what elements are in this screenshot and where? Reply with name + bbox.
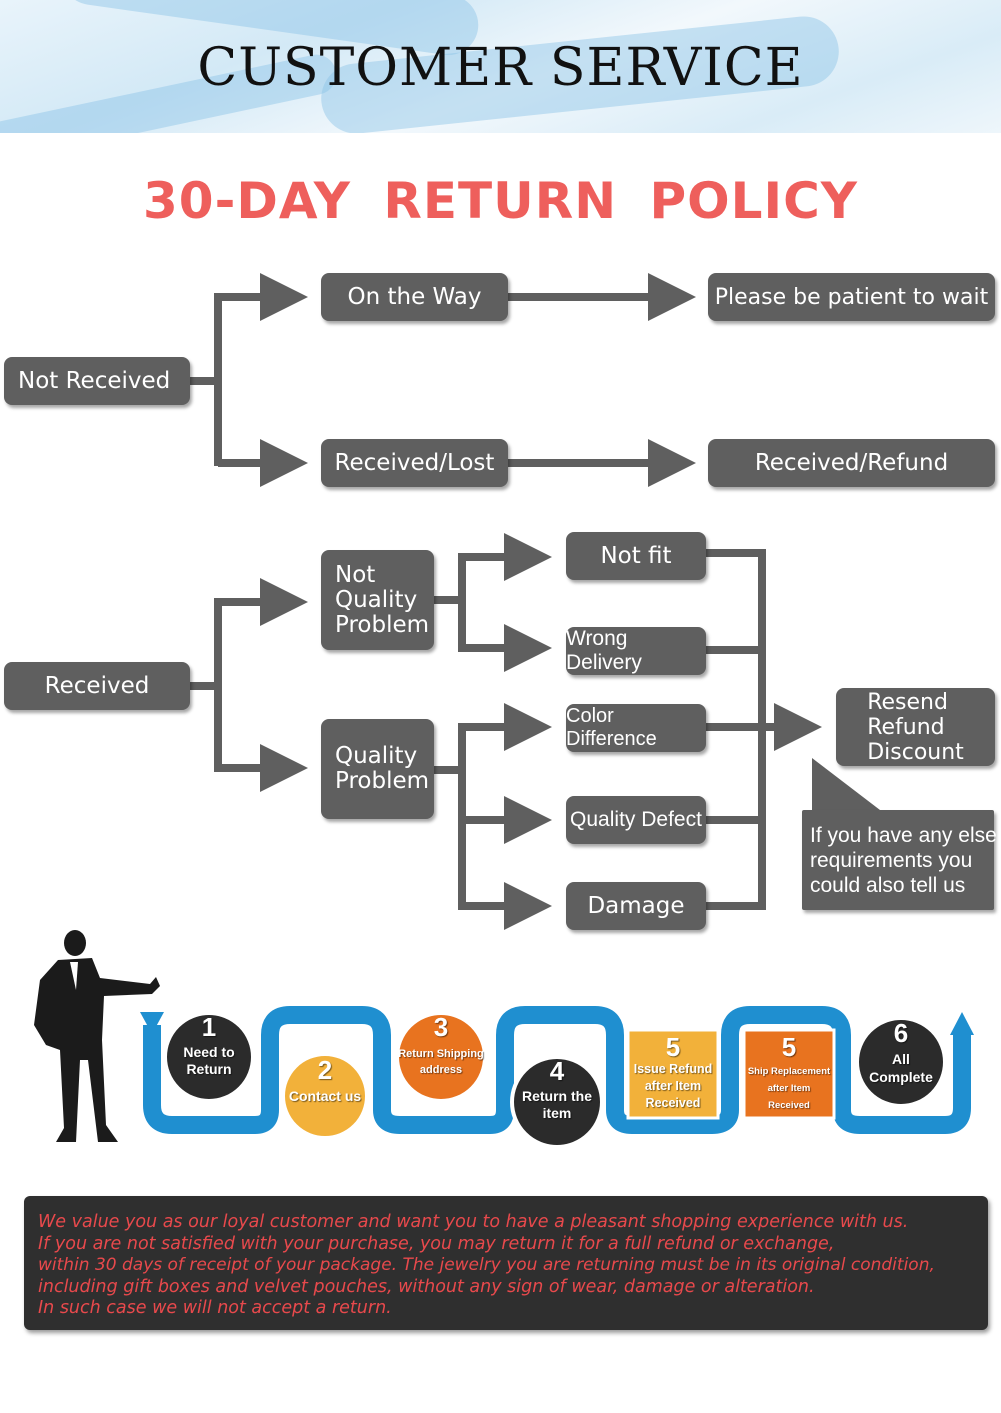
not-quality-problem-box: Not Quality Problem (321, 550, 434, 650)
return-process (34, 930, 974, 1149)
step-5a-number: 5 (665, 1032, 681, 1062)
reason-not-fit: Not fit (566, 532, 706, 580)
step-5b-label: Ship Replacement after Item Received (747, 1066, 831, 1111)
step-6-label: All Complete (869, 1051, 933, 1085)
notice-line-3: within 30 days of receipt of your packag… (38, 1255, 935, 1275)
notice-line-4: including gift boxes and velvet pouches,… (38, 1277, 815, 1297)
policy-title: 30-DAY RETURN POLICY (143, 172, 858, 230)
notice-line-5: In such case we will not accept a return… (38, 1298, 392, 1318)
reason-damage: Damage (566, 882, 706, 930)
received-box: Received (4, 662, 190, 710)
step-2-number: 2 (317, 1055, 333, 1085)
quality-problem-box: Quality Problem (321, 719, 434, 819)
return-notice: We value you as our loyal customer and w… (24, 1196, 988, 1330)
step-3-number: 3 (433, 1012, 449, 1042)
step-4-label: Return the item (522, 1088, 592, 1121)
step-4-number: 4 (549, 1056, 565, 1086)
step-5a-label: Issue Refund after Item Received (633, 1062, 713, 1110)
step-1-number: 1 (201, 1012, 217, 1042)
notice-line-2: If you are not satisfied with your purch… (38, 1234, 835, 1254)
header-banner (0, 0, 1001, 133)
step-6-number: 6 (893, 1018, 909, 1048)
not-received-box: Not Received (4, 357, 190, 405)
outcome-box: Resend Refund Discount (836, 688, 995, 766)
banner-title: CUSTOMER SERVICE (197, 38, 804, 98)
step-1-label: Need to Return (183, 1044, 235, 1077)
note-box: If you have any else requirements you co… (802, 810, 997, 910)
notice-line-1: We value you as our loyal customer and w… (38, 1212, 909, 1232)
received-refund-box: Received/Refund (708, 439, 995, 487)
step-3-label: Return Shipping address (398, 1048, 484, 1076)
reason-wrong-delivery: Wrong Delivery (566, 627, 706, 675)
received-lost-box: Received/Lost (321, 439, 508, 487)
reason-color-difference: Color Difference (566, 704, 706, 752)
reason-quality-defect: Quality Defect (566, 796, 706, 844)
step-2-label: Contact us (288, 1088, 362, 1104)
please-wait-box: Please be patient to wait (708, 273, 995, 321)
flow-connectors (190, 273, 880, 930)
step-5b-number: 5 (781, 1032, 797, 1062)
note-tail (812, 758, 880, 810)
on-the-way-box: On the Way (321, 273, 508, 321)
businessman-icon (34, 930, 160, 1142)
